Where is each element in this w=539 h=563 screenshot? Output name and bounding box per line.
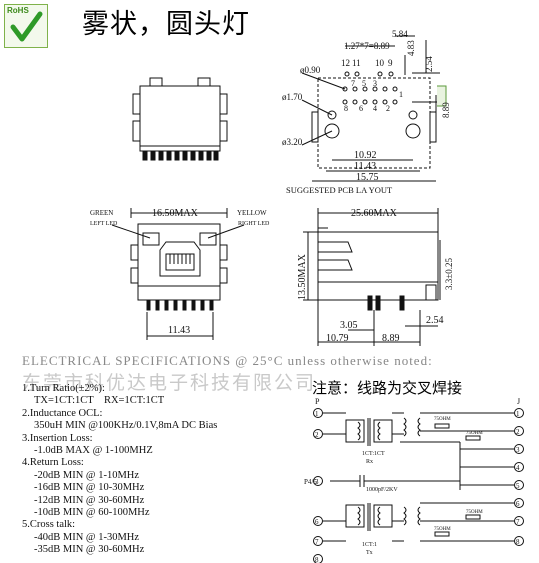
dim-11-43: 11.43 [354, 161, 376, 172]
j-pin-5: 5 [516, 482, 520, 490]
spec-line: TX=1CT:1CT RX=1CT:1CT [34, 395, 165, 407]
schematic-labels: P J 1 2 3 6 7 8 1 2 3 4 5 6 7 8 75OHM 75… [304, 397, 520, 563]
resistor-3: 75OHM [466, 510, 483, 515]
dim-10-92: 10.92 [354, 150, 377, 161]
spec-line: 1.Turn Ratio(±2%): [22, 383, 105, 394]
top-view-pins [142, 150, 219, 161]
dim-8-89-side: 8.89 [382, 333, 400, 344]
front-view [111, 208, 245, 340]
side-height: 13.50MAX [297, 253, 308, 300]
dim-3-05: 3.05 [340, 320, 358, 331]
dim-pin-pitch: 1.27*7=8.89 [344, 41, 390, 51]
spec-list: 1.Turn Ratio(±2%): TX=1CT:1CT RX=1CT:1CT… [22, 383, 302, 557]
rohs-text: RoHS [7, 6, 29, 15]
pcb-layout [301, 35, 447, 182]
spec-line: 2.Inductance OCL: [22, 407, 103, 419]
page-title: 雾状，圆头灯 [82, 9, 250, 40]
tx-ratio: 1CT:1 [362, 542, 377, 548]
resistor-2: 75OHM [466, 431, 483, 436]
side-view [303, 208, 441, 346]
left-led-label: LEFT LED [90, 221, 118, 227]
schematic [313, 408, 524, 563]
spec-line: 4.Return Loss: [22, 457, 84, 469]
p-pin-6: 6 [315, 518, 319, 526]
p-pin-8: 8 [315, 556, 319, 563]
pin-2: 2 [386, 104, 390, 113]
yellow-label: YELLOW [237, 209, 267, 217]
schematic-p: P [315, 397, 320, 406]
j-pin-8: 8 [516, 538, 520, 546]
j-pin-2: 2 [516, 428, 520, 436]
spec-line: -20dB MIN @ 1-10MHz [34, 469, 140, 481]
j-pin-1: 1 [516, 410, 520, 418]
pin-9: 9 [388, 58, 393, 68]
pin-3: 3 [373, 79, 377, 88]
spec-line: 3.Insertion Loss: [22, 432, 93, 444]
pin-5: 5 [362, 79, 366, 88]
pin-10: 10 [375, 58, 385, 68]
top-view [132, 77, 228, 161]
company-watermark: 东莞市科优达电子科技有限公司 [22, 372, 317, 394]
spec-line: 350uH MIN @100KHz/0.1V,8mA DC Bias [34, 420, 218, 432]
dim-2-54-side: 2.54 [426, 315, 444, 326]
j-pin-4: 4 [516, 464, 520, 472]
j-pin-7: 7 [516, 518, 520, 526]
pin-1: 1 [399, 90, 403, 99]
rohs-logo: RoHS [4, 4, 48, 48]
pin-11: 11 [352, 58, 361, 68]
hole-1-70: ø1.70 [282, 92, 303, 102]
front-bottom-dim: 11.43 [168, 325, 190, 336]
spec-line: -35dB MIN @ 30-60MHz [34, 544, 145, 556]
hole-0-90: ø0.90 [300, 65, 321, 75]
resistor-1: 75OHM [434, 417, 451, 422]
side-pin: 3.3±0.25 [444, 258, 454, 290]
green-label: GREEN [90, 209, 113, 217]
dim-8-89: 8.89 [441, 102, 451, 118]
rx-label: Rx [366, 459, 373, 465]
side-view-labels: 25.60MAX 13.50MAX 3.3±0.25 3.05 10.79 8.… [297, 208, 454, 344]
spec-line: -40dB MIN @ 1-30MHz [34, 531, 140, 543]
spec-line: -10dB MIN @ 60-100MHz [34, 507, 150, 519]
pcb-caption: SUGGESTED PCB LA YOUT [286, 185, 393, 195]
capacitor-label: 1000pF/2KV [366, 487, 398, 493]
dim-4-83: 4.83 [406, 40, 416, 56]
spec-line: -16dB MIN @ 10-30MHz [34, 482, 145, 494]
schematic-j: J [517, 397, 520, 406]
side-length: 25.60MAX [351, 208, 398, 219]
tx-label: Tx [366, 550, 373, 556]
pin-6: 6 [359, 104, 363, 113]
spec-line: 5.Cross talk: [22, 519, 76, 531]
p-pin-2: 2 [315, 431, 319, 439]
front-view-labels: 16.50MAX GREEN YELLOW LEFT LED RIGHT LED… [90, 208, 270, 336]
j-pin-6: 6 [516, 500, 520, 508]
pin-4: 4 [373, 104, 377, 113]
spec-line: -1.0dB MAX @ 1-100MHZ [34, 445, 153, 457]
spec-heading: ELECTRICAL SPECIFICATIONS @ 25°C unless … [22, 353, 433, 368]
dim-10-79: 10.79 [326, 333, 349, 344]
checkmark-icon [10, 11, 43, 42]
p-pin-7: 7 [315, 538, 319, 546]
pcb-layout-labels: 5.84 1.27*7=8.89 2.54 4.83 8.89 10.92 11… [282, 29, 451, 195]
rx-ratio: 1CT:1CT [362, 451, 385, 457]
p-pin-1: 1 [315, 410, 319, 418]
dim-15-75: 15.75 [356, 172, 379, 183]
pin-8: 8 [344, 104, 348, 113]
p-pin-3: 3 [315, 478, 319, 486]
p45-label: P4/5 [304, 478, 317, 486]
dim-2-54: 2.54 [424, 56, 434, 72]
wiring-note: 注意：线路为交叉焊接 [312, 379, 463, 397]
pin-12: 12 [341, 58, 350, 68]
right-led-label: RIGHT LED [238, 221, 270, 227]
hole-3-20: ø3.20 [282, 137, 303, 147]
spec-line: -12dB MIN @ 30-60MHz [34, 494, 145, 506]
dim-5-84: 5.84 [392, 29, 408, 39]
j-pin-3: 3 [516, 446, 520, 454]
pin-7: 7 [351, 79, 355, 88]
front-width: 16.50MAX [152, 208, 199, 219]
resistor-4: 75OHM [434, 527, 451, 532]
